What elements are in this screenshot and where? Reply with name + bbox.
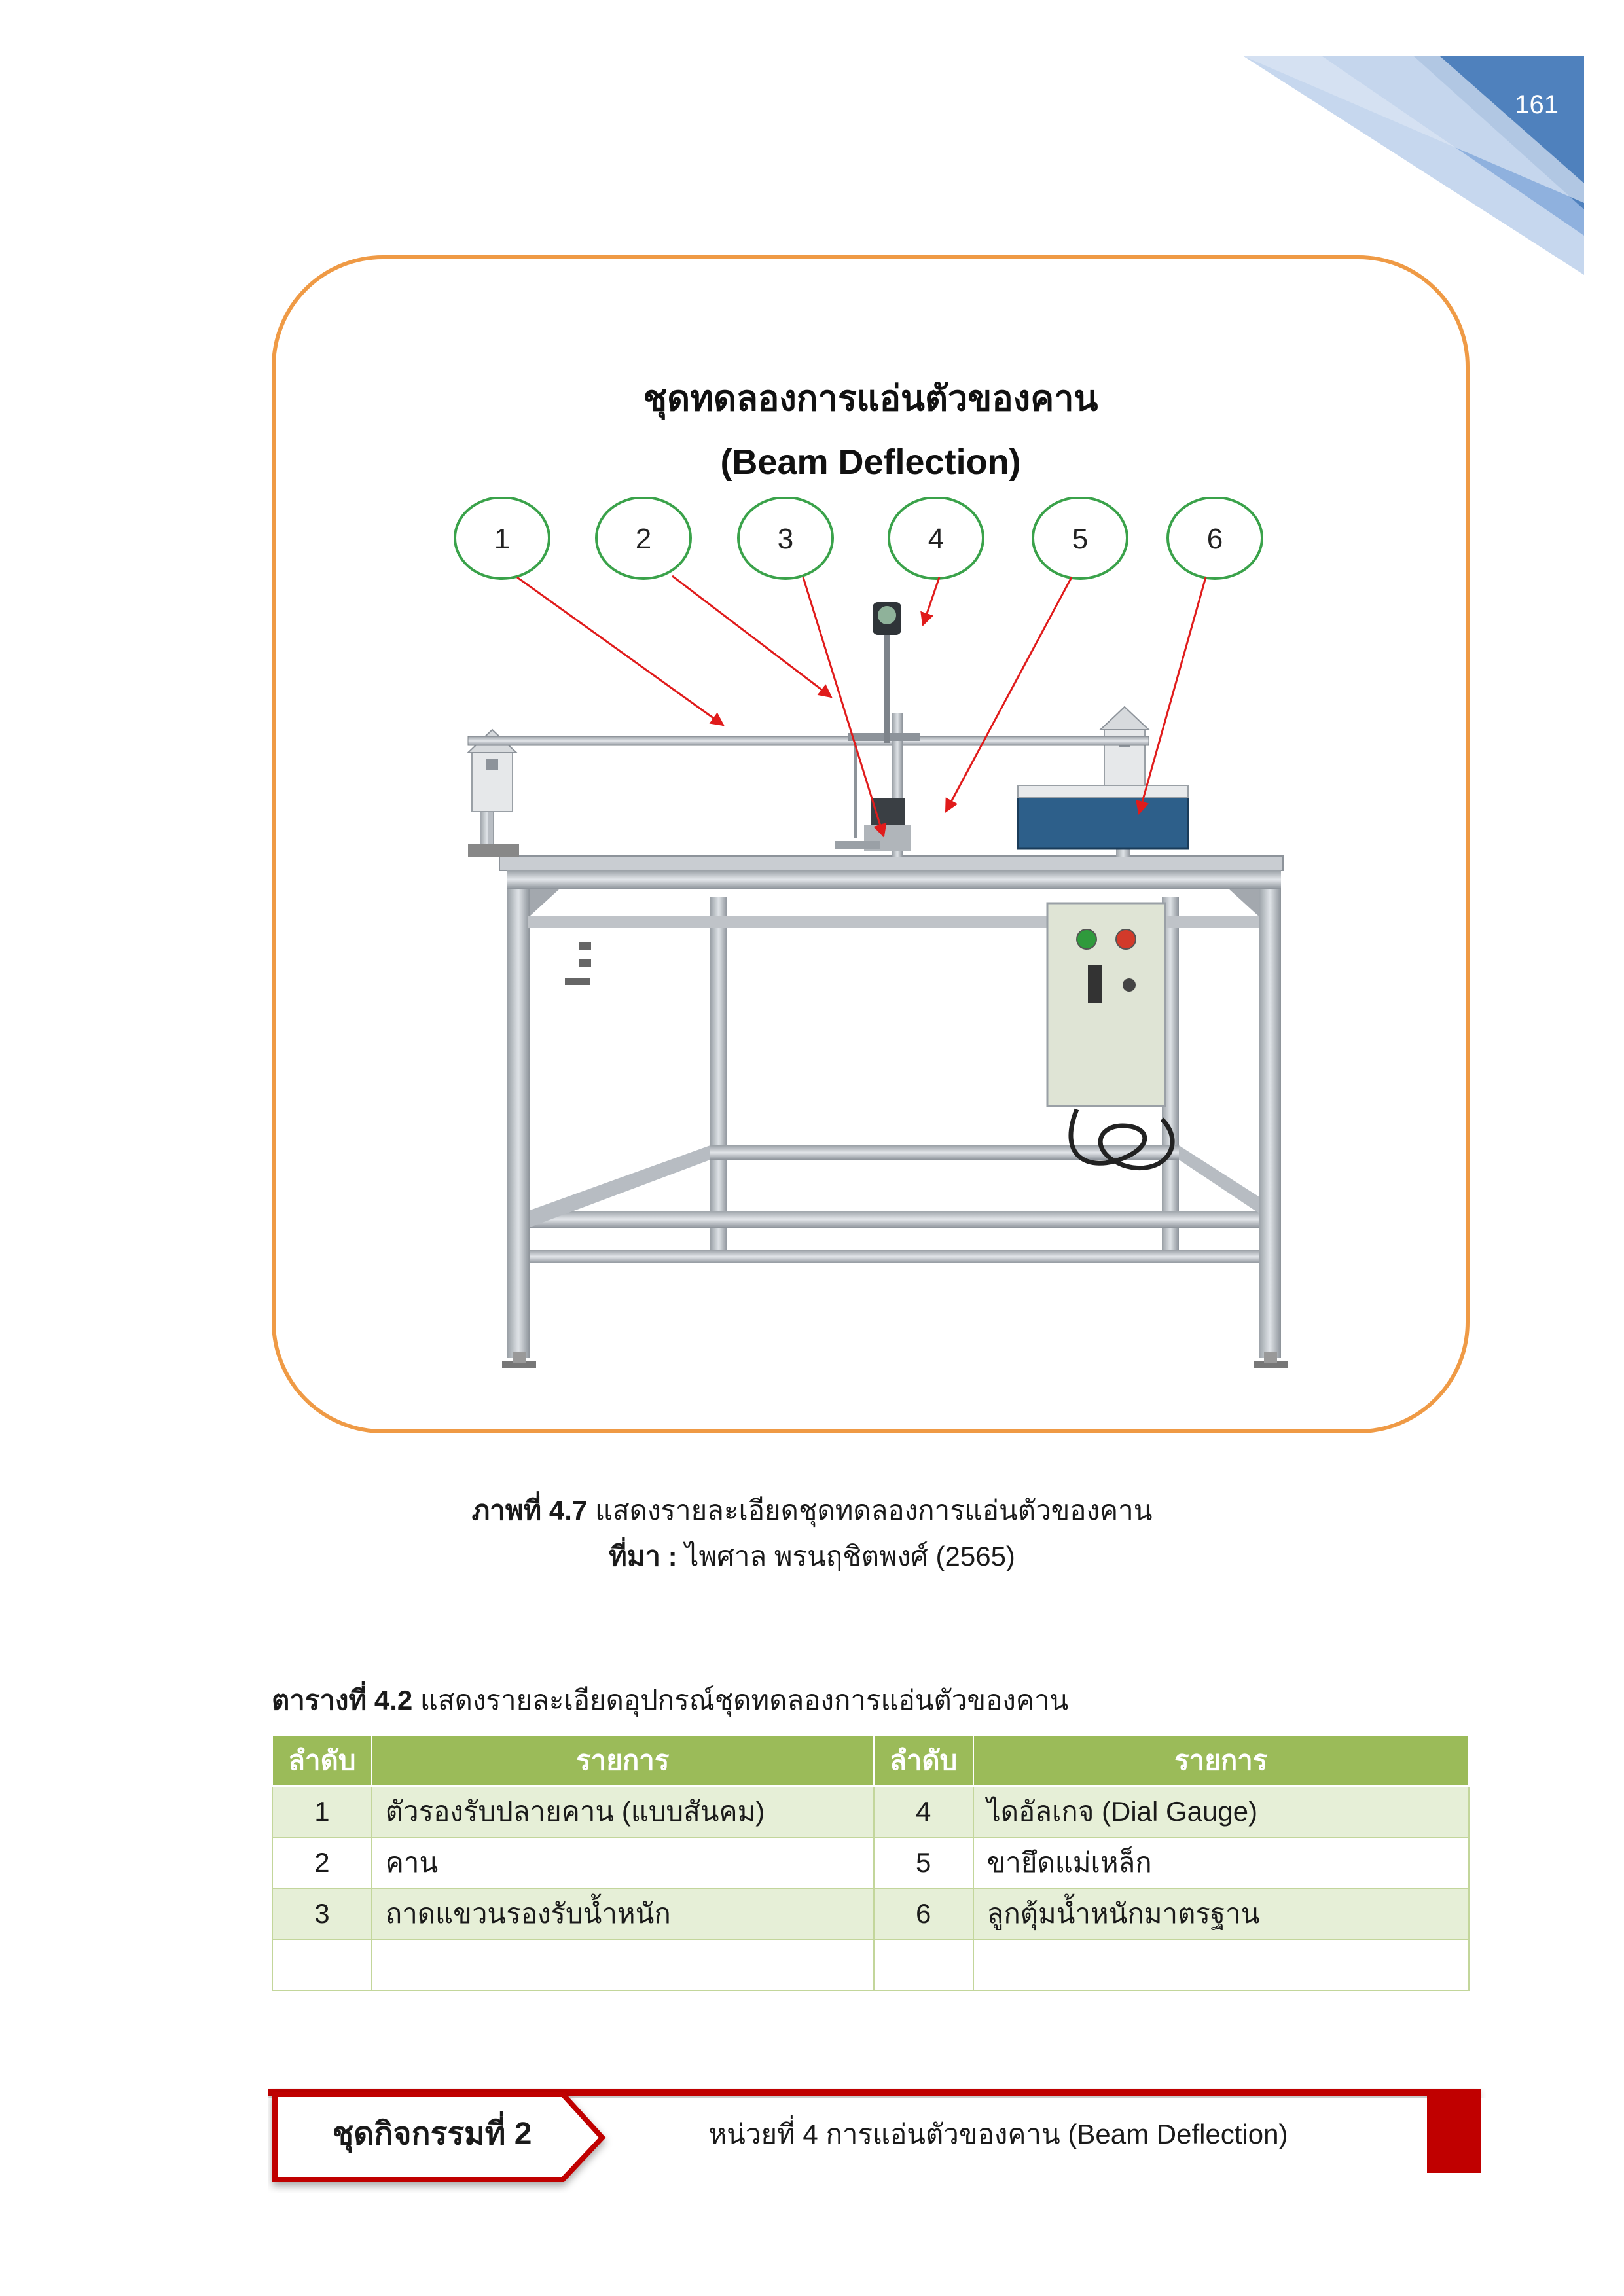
callout-label-4: 4 (928, 523, 944, 555)
cell-order: 5 (873, 1837, 974, 1889)
table-row: 2 คาน 5 ขายึดแม่เหล็ก (272, 1837, 1470, 1889)
figure-caption-label: ภาพที่ 4.7 (471, 1495, 588, 1526)
figure-source: ที่มา : ไพศาล พรนฤชิตพงศ์ (2565) (0, 1535, 1624, 1578)
callout-2: 2 (595, 497, 692, 580)
table-row: 3 ถาดแขวนรองรับน้ำหนัก 6 ลูกตุ้มน้ำหนักม… (272, 1888, 1470, 1940)
cell-item (972, 1939, 1470, 1991)
callout-label-5: 5 (1072, 523, 1088, 555)
figure-title-thai: ชุดทดลองการแอ่นตัวของคาน (643, 379, 1098, 418)
table-row: 1 ตัวรองรับปลายคาน (แบบสันคม) 4 ไดอัลเกจ… (272, 1785, 1470, 1838)
page-number: 161 (1515, 90, 1559, 119)
figure-frame (272, 255, 1470, 1433)
callout-5: 5 (1032, 497, 1128, 580)
header-item-right: รายการ (972, 1734, 1470, 1787)
footer-banner (268, 2089, 1481, 2182)
apparatus-illustration: 1 2 3 4 5 6 (454, 497, 1288, 1368)
corner-decoration (1244, 56, 1584, 275)
figure-source-text: ไพศาล พรนฤชิตพงศ์ (2565) (685, 1541, 1015, 1571)
cell-order (873, 1939, 974, 1991)
header-order-left: ลำดับ (272, 1734, 372, 1787)
callout-6: 6 (1166, 497, 1263, 580)
table-caption-text: แสดงรายละเอียดอุปกรณ์ชุดทดลองการแอ่นตัวข… (420, 1685, 1069, 1715)
equipment-table: ลำดับ รายการ ลำดับ รายการ 1 ตัวรองรับปลา… (272, 1734, 1470, 1991)
unit-title: หน่วยที่ 4 การแอ่นตัวของคาน (Beam Deflec… (708, 2119, 1288, 2149)
figure-caption-text: แสดงรายละเอียดชุดทดลองการแอ่นตัวของคาน (594, 1495, 1153, 1526)
callout-label-3: 3 (778, 523, 793, 555)
table-row (272, 1939, 1470, 1991)
cell-order: 4 (873, 1785, 974, 1838)
activity-label: ชุดกิจกรรมที่ 2 (332, 2117, 532, 2151)
callout-4: 4 (888, 497, 984, 580)
callout-label-6: 6 (1207, 523, 1223, 555)
cell-item: คาน (370, 1837, 875, 1889)
figure-source-label: ที่มา : (609, 1541, 677, 1571)
table-caption-label: ตารางที่ 4.2 (272, 1685, 413, 1715)
cell-order: 1 (272, 1785, 372, 1838)
cell-order (272, 1939, 372, 1991)
callout-arrows (516, 575, 1207, 838)
figure-caption: ภาพที่ 4.7 แสดงรายละเอียดชุดทดลองการแอ่น… (0, 1489, 1624, 1532)
cell-item: ขายึดแม่เหล็ก (972, 1837, 1470, 1889)
figure-title-english: (Beam Deflection) (720, 442, 1021, 482)
callout-label-2: 2 (636, 523, 651, 555)
cell-item: ลูกตุ้มน้ำหนักมาตรฐาน (972, 1888, 1470, 1940)
callout-label-1: 1 (494, 523, 510, 555)
callout-1: 1 (454, 497, 550, 580)
header-item-left: รายการ (370, 1734, 875, 1787)
table-caption: ตารางที่ 4.2 แสดงรายละเอียดอุปกรณ์ชุดทดล… (272, 1679, 1068, 1722)
cell-item: ไดอัลเกจ (Dial Gauge) (972, 1785, 1470, 1838)
cell-item: ถาดแขวนรองรับน้ำหนัก (370, 1888, 875, 1940)
cell-item: ตัวรองรับปลายคาน (แบบสันคม) (370, 1785, 875, 1838)
test-rig (466, 602, 1288, 1368)
footer-red-tab (1427, 2089, 1481, 2173)
cell-order: 3 (272, 1888, 372, 1940)
table-header-row: ลำดับ รายการ ลำดับ รายการ (272, 1734, 1470, 1787)
footer-label-badge (272, 2092, 606, 2182)
cell-item (370, 1939, 875, 1991)
header-order-right: ลำดับ (873, 1734, 974, 1787)
cell-order: 6 (873, 1888, 974, 1940)
cell-order: 2 (272, 1837, 372, 1889)
callout-3: 3 (737, 497, 834, 580)
